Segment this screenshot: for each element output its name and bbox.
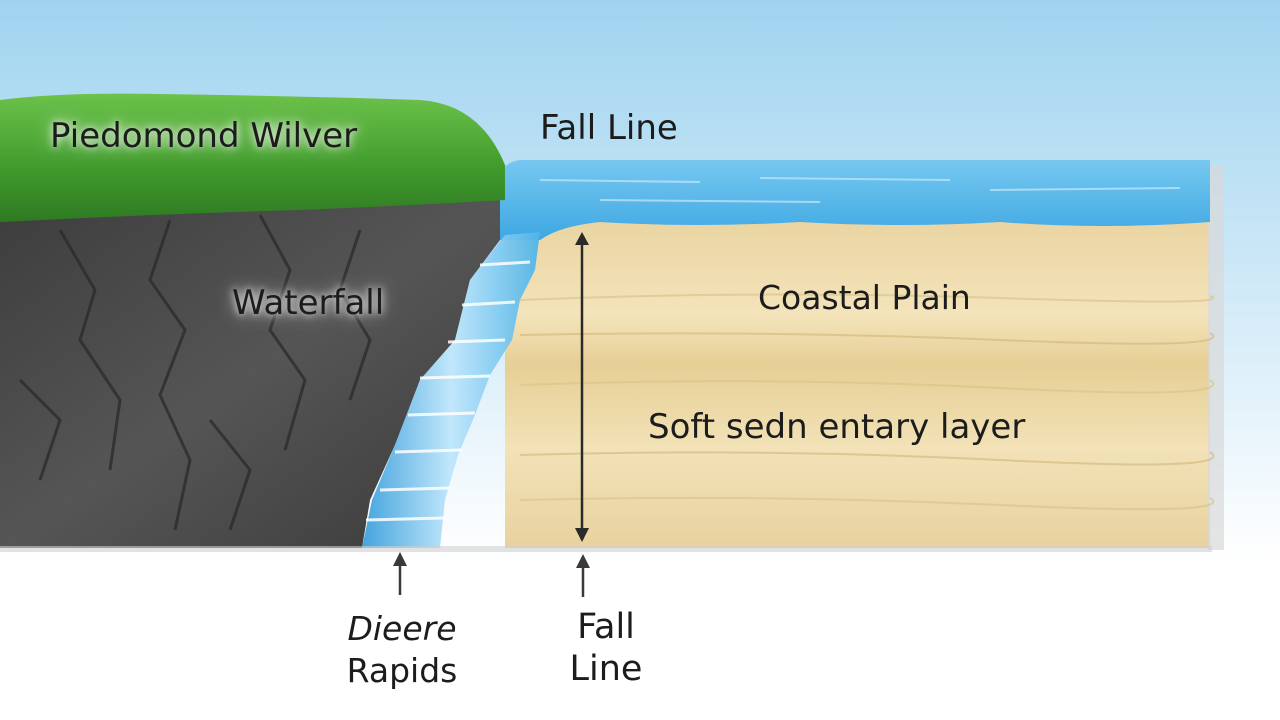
fall-line-arrowhead-bottom — [575, 528, 589, 542]
rapids-label: Dieere Rapids — [340, 608, 464, 692]
rapids-pointer-arrowhead — [393, 552, 407, 566]
piedmont-label: Piedomond Wilver — [50, 116, 358, 156]
fall-line-arrowhead-top — [575, 232, 589, 245]
fall-line-bottom-line2: Line — [569, 649, 643, 689]
fall-line-pointer-arrowhead — [576, 554, 590, 568]
water-ripples — [539, 177, 1181, 203]
fall-line-bottom-line1: Fall — [577, 607, 635, 647]
rapids-label-line1: Dieere — [347, 609, 457, 648]
rapids-label-line2: Rapids — [346, 651, 458, 690]
soft-layer-label: Soft sedn entary layer — [648, 407, 1026, 447]
fall-line-bottom-label: Fall Line — [566, 606, 646, 690]
waterfall-steps — [365, 260, 531, 522]
piedmont-rock — [0, 200, 500, 548]
coastal-plain-block — [505, 165, 1224, 550]
waterfall-label: Waterfall — [232, 283, 385, 323]
coastal-plain-label: Coastal Plain — [758, 278, 971, 317]
piedmont-grass — [0, 93, 505, 222]
ground-shadow — [0, 546, 1212, 552]
waterfall-cascade — [362, 232, 540, 548]
fall-line-top-label: Fall Line — [540, 108, 678, 148]
rock-cracks — [18, 214, 372, 531]
river-water — [498, 160, 1210, 240]
